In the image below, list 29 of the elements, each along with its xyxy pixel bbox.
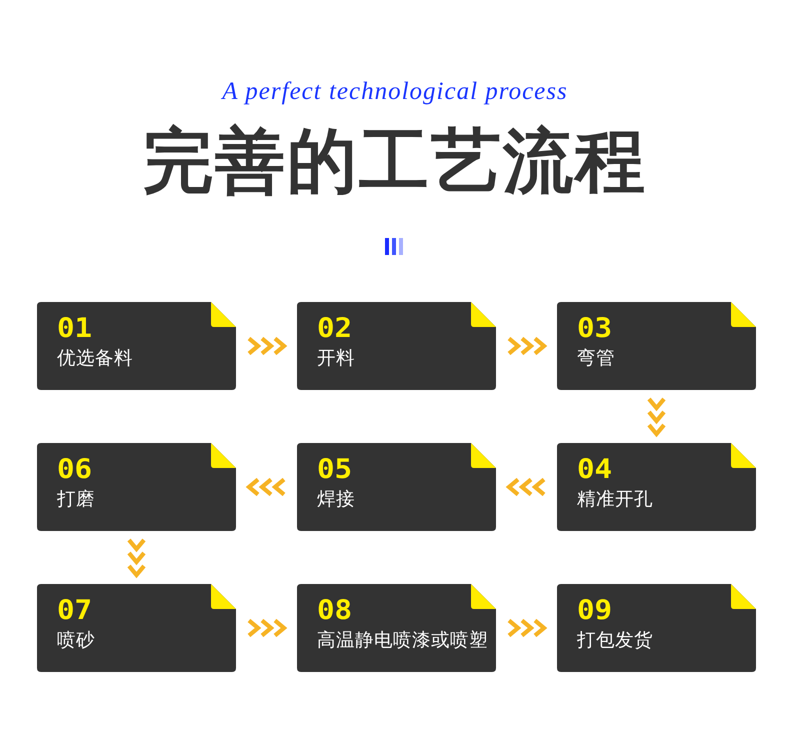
step-number: 03 (577, 314, 612, 344)
step-label: 开料 (317, 347, 355, 371)
title: 完善的工艺流程 (143, 119, 647, 204)
step-number: 01 (57, 314, 92, 344)
step-card (557, 443, 756, 531)
step-card (37, 443, 236, 531)
step-label: 焊接 (317, 488, 355, 512)
step-label: 打磨 (57, 488, 95, 512)
step-label: 弯管 (577, 347, 615, 371)
step-label: 精准开孔 (577, 488, 653, 512)
step-label: 打包发货 (577, 629, 653, 653)
step-number: 04 (577, 455, 612, 485)
step-card (297, 584, 496, 672)
step-number: 02 (317, 314, 352, 344)
step-label: 优选备料 (57, 347, 133, 371)
step-card (297, 302, 496, 390)
step-label: 高温静电喷漆或喷塑 (317, 629, 488, 653)
step-card (37, 584, 236, 672)
step-number: 07 (57, 596, 92, 626)
step-label: 喷砂 (57, 629, 95, 653)
step-number: 08 (317, 596, 352, 626)
step-card (297, 443, 496, 531)
step-card (37, 302, 236, 390)
step-number: 09 (577, 596, 612, 626)
step-number: 05 (317, 455, 352, 485)
step-card (557, 584, 756, 672)
subtitle: A perfect technological process (222, 78, 568, 106)
step-card (557, 302, 756, 390)
step-number: 06 (57, 455, 92, 485)
